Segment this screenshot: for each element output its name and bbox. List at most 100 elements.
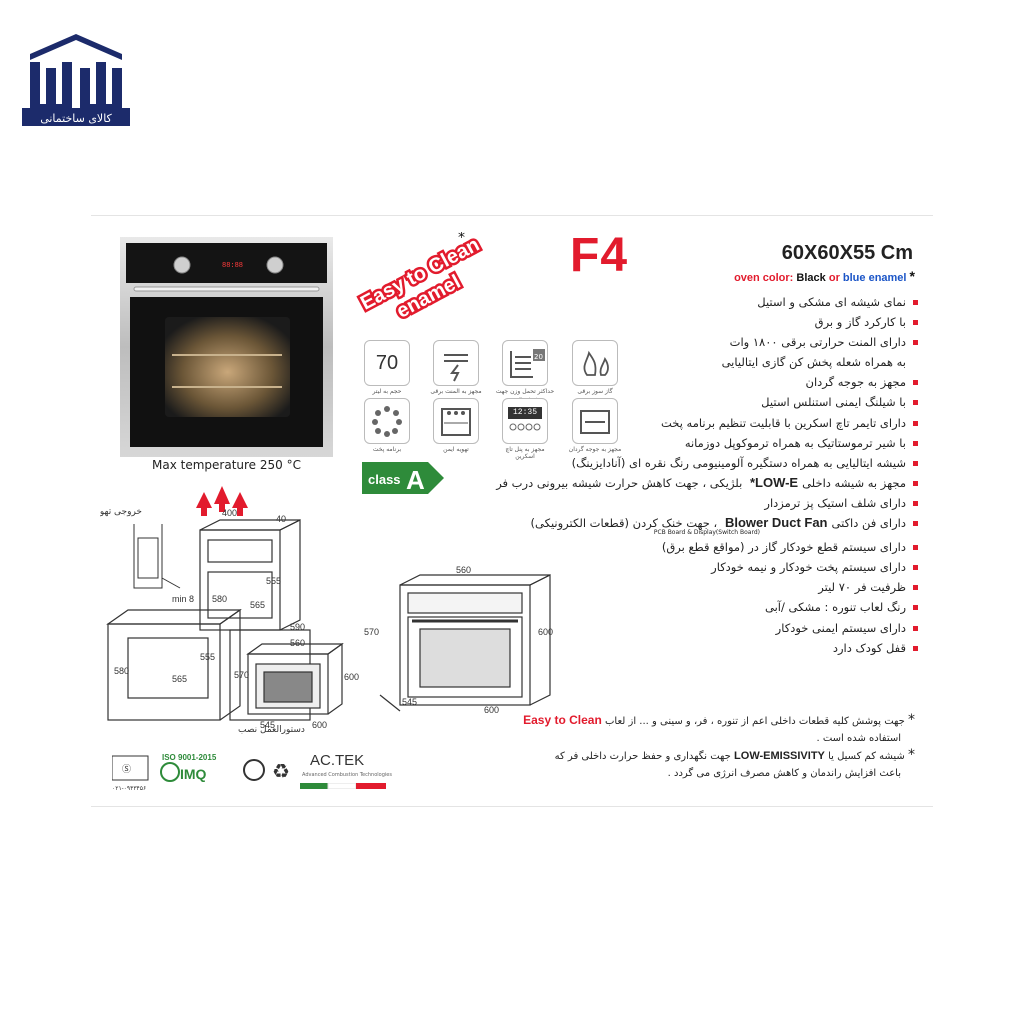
- svg-text:۰۲۱-۰۹۴۳۴۵۶: ۰۲۱-۰۹۴۳۴۵۶: [112, 786, 146, 792]
- energy-class-badge: class A: [362, 462, 444, 494]
- bullet-icon: [913, 565, 918, 571]
- front-dimension-drawing: 560 570 600 545 600: [364, 565, 553, 715]
- oven-color-line: oven color: Black or blue enamel *: [680, 268, 915, 284]
- brand-actek: AC.TEK: [310, 752, 365, 769]
- rotisserie-icon: [572, 398, 618, 444]
- installation-diagram: خروجی تهویه 400 40 555 565 580 min 8 560: [100, 486, 359, 735]
- svg-text:min 8: min 8: [172, 594, 194, 604]
- feature-item: دارای سیستم ایمنی خودکار: [470, 618, 920, 638]
- logo-caption: کالای ساختمانی: [22, 108, 130, 126]
- max-temperature-caption: Max temperature 250 °C: [152, 458, 301, 472]
- electric-label: مجهز به المنت برقی: [430, 388, 482, 395]
- vent-label: خروجی تهویه: [100, 507, 142, 517]
- bullet-icon: [913, 320, 918, 326]
- svg-text:580: 580: [114, 666, 129, 676]
- feature-item: شیشه ایتالیایی به همراه دستگیره آلومینیو…: [470, 453, 920, 473]
- svg-text:580: 580: [212, 594, 227, 604]
- front-dim-height: 570: [364, 627, 379, 637]
- svg-text:88:88: 88:88: [222, 262, 243, 270]
- feature-item: دارای فن داکتیBlower Duct Fan ، جهت خنک …: [470, 513, 920, 533]
- feature-item: دارای شلف استیک پز ترمزدار: [470, 493, 920, 513]
- feature-item: دارای سیستم پخت خودکار و نیمه خودکار: [470, 557, 920, 577]
- oven-color-or: or: [828, 272, 840, 284]
- brand-actek-subtitle: Advanced Combustion Technologies: [302, 772, 392, 778]
- svg-text:560: 560: [290, 638, 305, 648]
- badge-star: *: [458, 232, 465, 246]
- gas-flame-label: گاز سوز برقی: [577, 388, 613, 395]
- footnotes: * جهت پوشش کلیه قطعات داخلی اعم از تنوره…: [490, 712, 915, 782]
- feature-item: به همراه شعله پخش کن گازی ایتالیایی: [721, 355, 906, 370]
- imq-globe-icon: [160, 762, 180, 782]
- programs-icon: [364, 398, 410, 444]
- gas-flame-icon: [572, 340, 618, 386]
- front-dim-depth: 545: [402, 697, 417, 707]
- electric-element-icon: [433, 340, 479, 386]
- svg-text:590: 590: [290, 622, 305, 632]
- front-dim-width: 600: [484, 705, 499, 715]
- svg-text:IMQ: IMQ: [180, 766, 207, 782]
- italian-flag-bar: [300, 783, 386, 789]
- front-dim-height2: 600: [538, 627, 553, 637]
- model-name: F4: [570, 229, 629, 282]
- bullet-icon: [913, 521, 918, 527]
- oven-color-blue: blue enamel: [842, 272, 907, 284]
- capacity-label: حجم به لیتر: [372, 388, 402, 395]
- svg-text:ISO 9001-2015: ISO 9001-2015: [162, 753, 217, 762]
- energy-class-label: class: [368, 472, 401, 487]
- touch-timer-icon: 12:35: [502, 398, 548, 444]
- note-2: * شیشه کم کسیل یا LOW-EMISSIVITY جهت نگه…: [554, 747, 915, 763]
- bullet-icon: [913, 500, 918, 506]
- fan-label: تهویه ایمن: [443, 446, 469, 453]
- fan-ventilation-icon: [433, 398, 479, 444]
- svg-text:555: 555: [266, 576, 281, 586]
- bullet-icon: [913, 440, 918, 446]
- feature-item: مجهز به شیشه داخلیLOW-E* بلژیکی ، جهت کا…: [470, 473, 920, 493]
- programs-label: برنامه پخت: [372, 446, 402, 453]
- bullet-icon: [913, 340, 918, 346]
- easy-to-clean-badge: Easy to Clean enamel *: [355, 232, 486, 325]
- svg-text:600: 600: [312, 720, 327, 730]
- bullet-icon: [913, 605, 918, 611]
- note-1-cont: استفاده شده است .: [816, 733, 901, 744]
- timer-label: مجهز به پنل تاچ اسکرین: [505, 446, 545, 460]
- svg-text:400: 400: [222, 508, 237, 518]
- feature-item: رنگ لعاب تنوره : مشکی /آبی: [470, 597, 920, 617]
- note-2-cont: باعث افزایش راندمان و کاهش مصرف انرژی می…: [667, 768, 901, 779]
- bullet-icon: [913, 300, 918, 305]
- front-dim-width-top: 560: [456, 565, 471, 575]
- certification-logos: Ⓢ ISO 9001-2015 IMQ ♻ ۰۲۱-۰۹۴۳۴۵۶: [112, 753, 290, 792]
- bullet-icon: [913, 400, 918, 406]
- capacity-70-icon: 70: [364, 340, 410, 386]
- svg-text:565: 565: [250, 600, 265, 610]
- bullet-icon: [913, 625, 918, 631]
- feature-subnote: PCB Board & Display(Switch Board): [653, 529, 760, 537]
- bullet-icon: [913, 420, 918, 426]
- feature-item: با شیر ترموستاتیک به همراه ترموکوپل دوزم…: [470, 433, 920, 453]
- svg-text:600: 600: [344, 672, 359, 682]
- oven-color-label: oven color:: [734, 272, 794, 284]
- recycle-icon: ♻: [272, 759, 290, 783]
- feature-item: مجهز به جوجه گردان: [470, 372, 920, 392]
- feature-item: با کارکرد گاز و برق: [470, 312, 920, 332]
- company-logo: [30, 34, 122, 118]
- feature-item: دارای المنت حرارتی برقی ۱۸۰۰ وات: [470, 332, 920, 352]
- bullet-icon: [913, 545, 918, 551]
- svg-text:545: 545: [260, 720, 275, 730]
- oven-color-star: *: [909, 268, 915, 284]
- feature-item: ظرفیت فر ۷۰ لیتر: [470, 577, 920, 597]
- bullet-icon: [913, 480, 918, 486]
- install-instruction-label: دستورالعمل نصب: [238, 725, 305, 735]
- svg-text:20: 20: [534, 353, 543, 361]
- feature-item: نمای شیشه ای مشکی و استیل: [470, 292, 920, 312]
- feature-item: با شیلنگ ایمنی استنلس استیل: [470, 392, 920, 412]
- svg-text:555: 555: [200, 652, 215, 662]
- rotisserie-label: مجهز به جوجه گردان: [568, 446, 622, 453]
- svg-text:40: 40: [276, 514, 286, 524]
- vent-arrows-icon: [196, 486, 248, 516]
- rack-weight-icon: 20: [502, 340, 548, 386]
- svg-text:570: 570: [234, 670, 249, 680]
- oven-photo: 88:88: [120, 237, 333, 457]
- note-1: * جهت پوشش کلیه قطعات داخلی اعم از تنوره…: [523, 712, 915, 728]
- svg-text:565: 565: [172, 674, 187, 684]
